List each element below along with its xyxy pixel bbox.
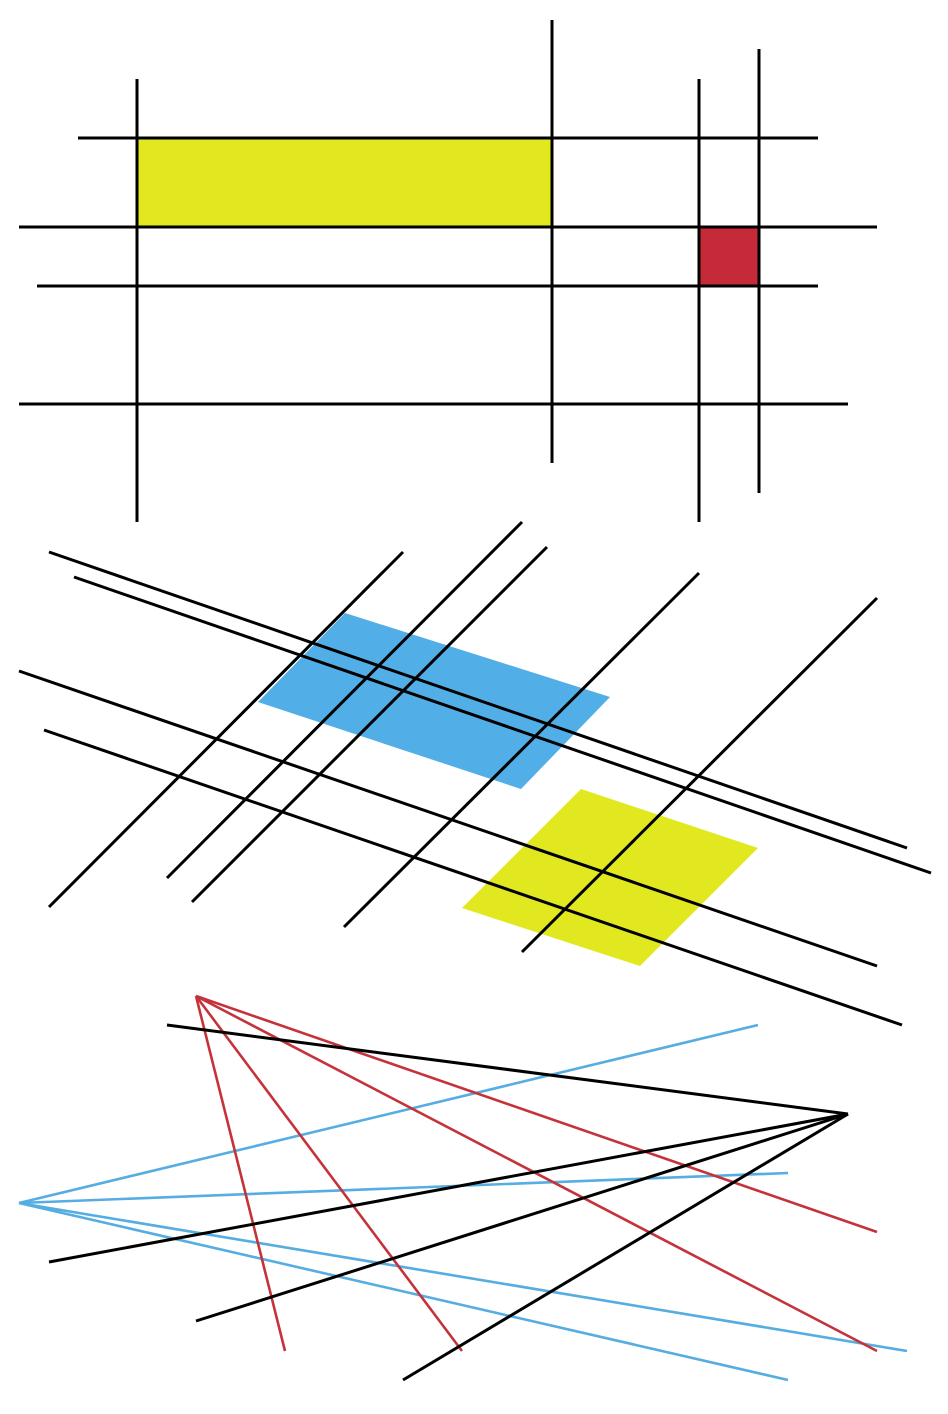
diagonal-line-up-1 (47, 550, 405, 909)
black-ray-3 (195, 1112, 849, 1323)
diagonal-line-up-3 (190, 545, 549, 904)
black-ray-1 (166, 1023, 849, 1116)
diagonal-line-down-4 (43, 728, 903, 1027)
radiating-lines-composition (18, 994, 908, 1382)
blue-ray-4 (18, 1201, 789, 1382)
blue-ray-3 (18, 1201, 908, 1353)
blue-fan (18, 1023, 908, 1382)
red-ray-2 (194, 995, 464, 1352)
black-ray-4 (402, 1112, 849, 1382)
diagonal-line-up-5 (520, 596, 879, 954)
diagonal-line-up-2 (165, 520, 524, 880)
yellow-rectangle (137, 138, 552, 227)
orthogonal-grid-composition (19, 20, 877, 522)
black-ray-2 (48, 1112, 849, 1264)
blue-ray-1 (18, 1023, 759, 1205)
red-ray-3 (195, 994, 878, 1353)
diagonal-grid-composition (18, 520, 932, 1027)
diagonal-line-down-3 (18, 669, 878, 968)
yellow-parallelogram (462, 789, 758, 966)
black-fan (48, 1023, 849, 1382)
red-square (699, 227, 759, 286)
red-ray-1 (194, 995, 287, 1352)
red-ray-4 (195, 994, 878, 1234)
blue-ray-2 (18, 1171, 789, 1205)
diagonal-line-down-2 (73, 575, 932, 875)
red-fan (194, 994, 878, 1353)
diagonal-line-up-4 (342, 571, 701, 929)
diagonal-line-down-1 (48, 550, 908, 850)
